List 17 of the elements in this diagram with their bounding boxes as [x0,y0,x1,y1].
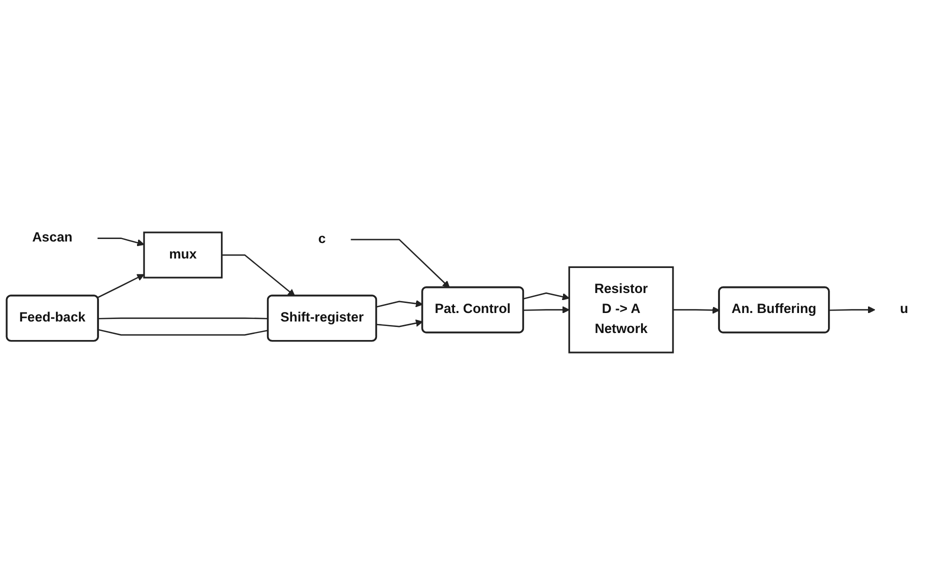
node-text: c [318,232,326,247]
arrow [350,239,450,288]
arrow [376,320,423,328]
arrow [97,274,144,299]
node-box: mux [143,232,223,279]
arrow [376,300,423,308]
arrow [524,306,570,314]
arrow [829,306,876,314]
connector [98,318,268,320]
node-text: u [900,302,908,317]
arrow [222,254,296,297]
arrow [673,306,720,314]
node-text: Ascan [32,231,72,246]
node-box: Resistor D -> A Network [568,266,674,354]
connector [98,329,268,336]
arrow [523,292,570,301]
arrow [98,238,144,247]
